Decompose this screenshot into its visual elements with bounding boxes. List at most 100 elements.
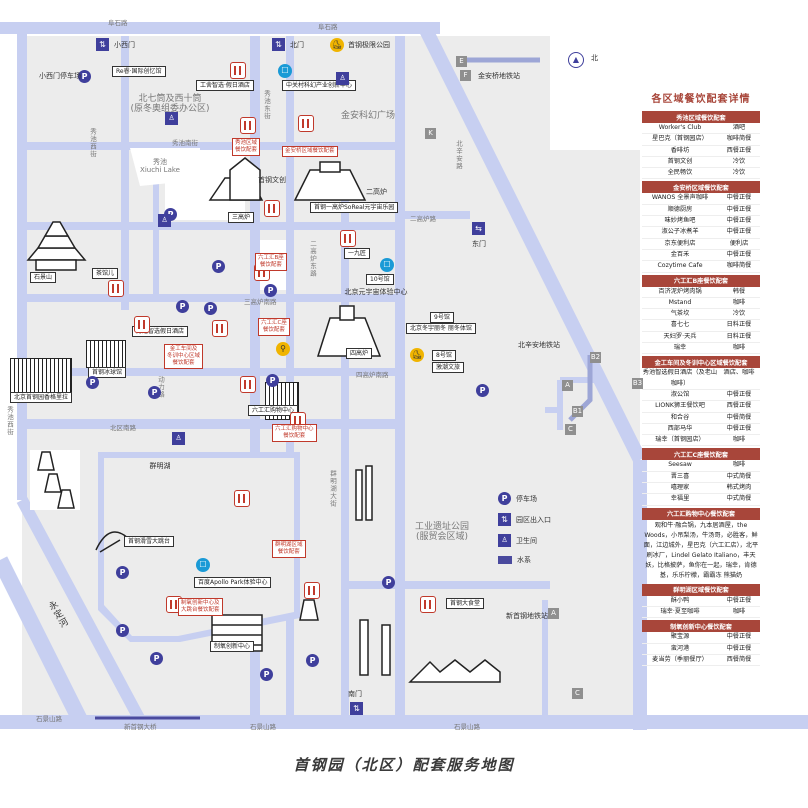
hotel-icon (230, 62, 246, 79)
north-arrow-icon: ▲ (568, 52, 584, 68)
restaurant-name: 蛮河港 (670, 644, 690, 652)
experience-icon: ☐ (278, 64, 292, 78)
map-title: 首钢园（北区）配套服务地图 (293, 756, 515, 774)
road-3-label: 三高炉南路 (244, 298, 277, 306)
bike-icon: ⚲ (276, 342, 290, 356)
parking-icon: P (148, 386, 161, 399)
area-north: 北七筒及西十筒(原冬奥组委办公区) (130, 94, 210, 115)
bridge-label: 新首钢大桥 (124, 723, 157, 731)
subway-exit-c-2: C (572, 688, 583, 699)
restaurant-name: 麦当劳（季丽餐厅） (652, 655, 708, 663)
subway-exit-a: A (562, 380, 573, 391)
restaurant-name: 瑞幸·夏至咖啡 (660, 607, 700, 615)
food-icon (240, 117, 256, 134)
shangri-la: 北京首钢园香格里拉 (10, 392, 73, 404)
zone-header: 金工车间及冬训中心区域餐饮配套 (642, 356, 760, 369)
restaurant-name: 酥小鸭 (670, 596, 690, 604)
restaurant-row: 麦当劳（季丽餐厅） 西餐简餐 (642, 655, 760, 667)
road-ersnd-label: 二高炉东路 (308, 240, 317, 278)
restaurant-type: 西餐正餐 (726, 402, 752, 410)
food-icon (340, 230, 356, 247)
parking-icon: P (306, 654, 319, 667)
ice-hockey-hall: 首钢冰球馆 (88, 367, 127, 379)
food-icon (264, 200, 280, 217)
wc-icon: ♙ (172, 432, 185, 445)
area-qunming: 群明湖 (149, 462, 171, 470)
restaurant-type: 咖啡简餐 (726, 135, 752, 143)
restaurant-name: 味妙烤鱼吧 (664, 217, 696, 225)
restaurant-type: 中餐正餐 (726, 644, 752, 652)
parking-icon: P (150, 652, 163, 665)
metaverse-center: 北京元宇宙体验中心 (344, 288, 408, 296)
food-icon (212, 320, 228, 337)
restaurant-row: 星巴克（首钢园店）咖啡简餐 (642, 134, 760, 146)
restaurant-name: 金百禾 (670, 250, 690, 258)
restaurant-name: 天妇罗·天兵 (663, 332, 697, 340)
restaurant-row: 幸福里中式简餐 (642, 494, 760, 506)
restaurant-row: 味妙烤鱼吧 中餐正餐 (642, 216, 760, 228)
wc-icon: ♙ (165, 112, 178, 125)
restaurant-type: 咖啡 (732, 298, 746, 306)
restaurant-name: 香啡坊 (670, 146, 690, 154)
road-bottom-label-left: 石景山路 (36, 715, 62, 723)
restaurant-type: 中餐正餐 (726, 596, 752, 604)
restaurant-type: 咖啡简餐 (726, 262, 752, 270)
parking-icon: P (476, 384, 489, 397)
road-xiuchi-west-label: 秀池西街 (88, 128, 97, 158)
restaurant-type: 咖啡 (732, 344, 746, 352)
restaurant-row: 晋三喜中式简餐 (642, 472, 760, 484)
experience-icon: ☐ (380, 258, 394, 272)
restaurant-row: 淑公馆中餐正餐 (642, 390, 760, 402)
restaurant-row: WANOS 全景声咖啡中餐正餐 (642, 193, 760, 205)
subway-exit-e: E (456, 56, 467, 67)
wc-icon: ♙ (336, 72, 349, 85)
oxygen-food-tag: 制氧创新中心及大跳台餐饮配套 (178, 598, 223, 616)
holiday-inn-express: 工舍智选·假日酒店 (196, 80, 254, 92)
area-jinan-plaza: 金安科幻广场 (340, 111, 396, 121)
yijiujiang: 一九匠 (344, 248, 371, 260)
north-gate: 北门 (290, 41, 304, 49)
gate-icon: ⇅ (272, 38, 285, 51)
shougang-wenchuang: 首钢文创 (258, 176, 286, 184)
furnace-4: 四高炉 (346, 348, 373, 360)
legend-gate-label: 园区出入口 (516, 515, 551, 524)
restaurant-row: 嘻理家韩式烤肉 (642, 483, 760, 495)
skate-icon: ⛸ (330, 38, 344, 52)
restaurant-type: 西餐简餐 (726, 655, 752, 663)
parking-icon: P (204, 302, 217, 315)
blast-furnace-3 (208, 157, 264, 201)
subway-exit-a-2: A (548, 608, 559, 619)
restaurant-type: 中餐正餐 (726, 228, 752, 236)
zone-header: 秀池区域餐饮配套 (642, 111, 760, 123)
restaurant-type: 冷饮 (732, 157, 746, 165)
restaurant-type: 中餐正餐 (726, 217, 752, 225)
restaurant-type: 冷饮 (732, 169, 746, 177)
liugonghui-c-food-tag: 六工汇C座餐饮配套 (258, 318, 290, 336)
restaurant-name: 首钢文创 (667, 157, 693, 165)
road-bottom-label-mid: 石景山路 (250, 723, 276, 731)
road-bottom-label-right: 石景山路 (454, 723, 480, 731)
road-beixinan-label: 北辛安路 (454, 140, 463, 170)
road-xiuchi-east-label: 秀池东街 (262, 90, 271, 120)
restaurant-type: 咖啡 (732, 436, 746, 444)
restaurant-type: 中餐正餐 (726, 633, 752, 641)
restaurant-type: 中式简餐 (726, 495, 752, 503)
restaurant-name: 喜七七 (670, 321, 690, 329)
food-icon (240, 376, 256, 393)
road-4-label: 四高炉南路 (356, 371, 389, 379)
gate-icon: ⇅ (498, 513, 511, 526)
restaurant-row: 蛮河港 中餐正餐 (642, 644, 760, 655)
parking-icon: P (264, 284, 277, 297)
road-top-label: 阜石路 (108, 19, 128, 27)
road-bei-label: 北区南路 (110, 424, 136, 432)
zone-header: 六工汇B座餐饮配套 (642, 274, 760, 287)
parking-icon: P (78, 70, 91, 83)
restaurant-type: 酒店、咖啡 (723, 369, 755, 377)
zone-header: 金安桥区域餐饮配套 (642, 181, 760, 194)
food-icon (108, 280, 124, 297)
restaurant-name: Worker's Club (658, 124, 702, 131)
legend-wc-label: 卫生间 (516, 536, 537, 545)
wc-icon: ♙ (158, 214, 171, 227)
